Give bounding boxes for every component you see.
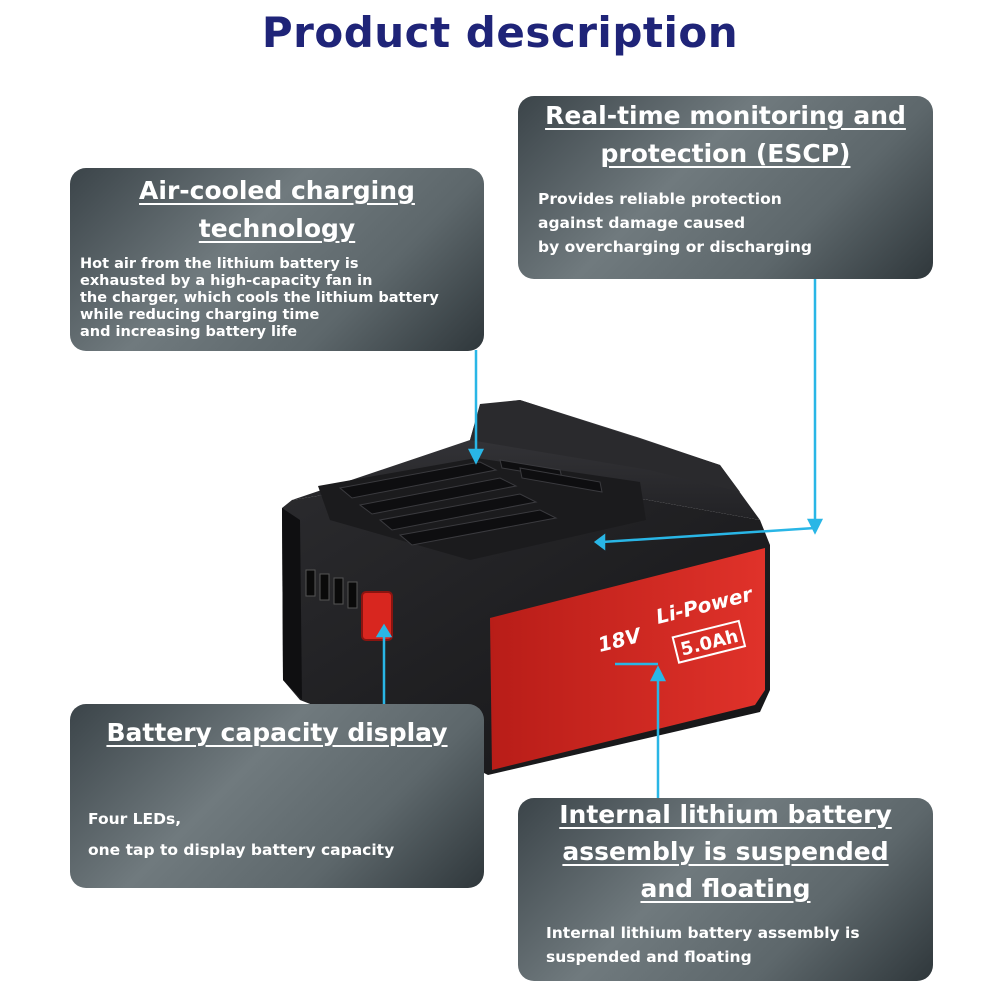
panel-internal-assembly: Internal lithium battery assembly is sus… (518, 798, 933, 981)
panel-escp-heading: Real-time monitoring and protection (ESC… (545, 101, 906, 168)
panel-capacity-body: Four LEDs, one tap to display battery ca… (88, 810, 395, 859)
panel-internal-heading: Internal lithium battery assembly is sus… (559, 800, 892, 903)
panel-air-cooled-body: Hot air from the lithium battery is exha… (80, 256, 439, 340)
battery-label: 18V Li-Power 5.0Ah (490, 548, 765, 770)
panel-internal-body: Internal lithium battery assembly is sus… (546, 924, 860, 966)
panel-escp: Real-time monitoring and protection (ESC… (518, 96, 933, 279)
panel-air-cooled: Air-cooled charging technology Hot air f… (70, 168, 484, 351)
page-title: Product description (261, 8, 739, 57)
panel-air-cooled-heading: Air-cooled charging technology (139, 176, 415, 243)
panel-capacity-display: Battery capacity display Four LEDs, one … (70, 704, 484, 888)
panel-escp-body: Provides reliable protection against dam… (538, 190, 812, 256)
panel-capacity-heading: Battery capacity display (106, 718, 448, 747)
pointer-arrows (375, 279, 824, 798)
